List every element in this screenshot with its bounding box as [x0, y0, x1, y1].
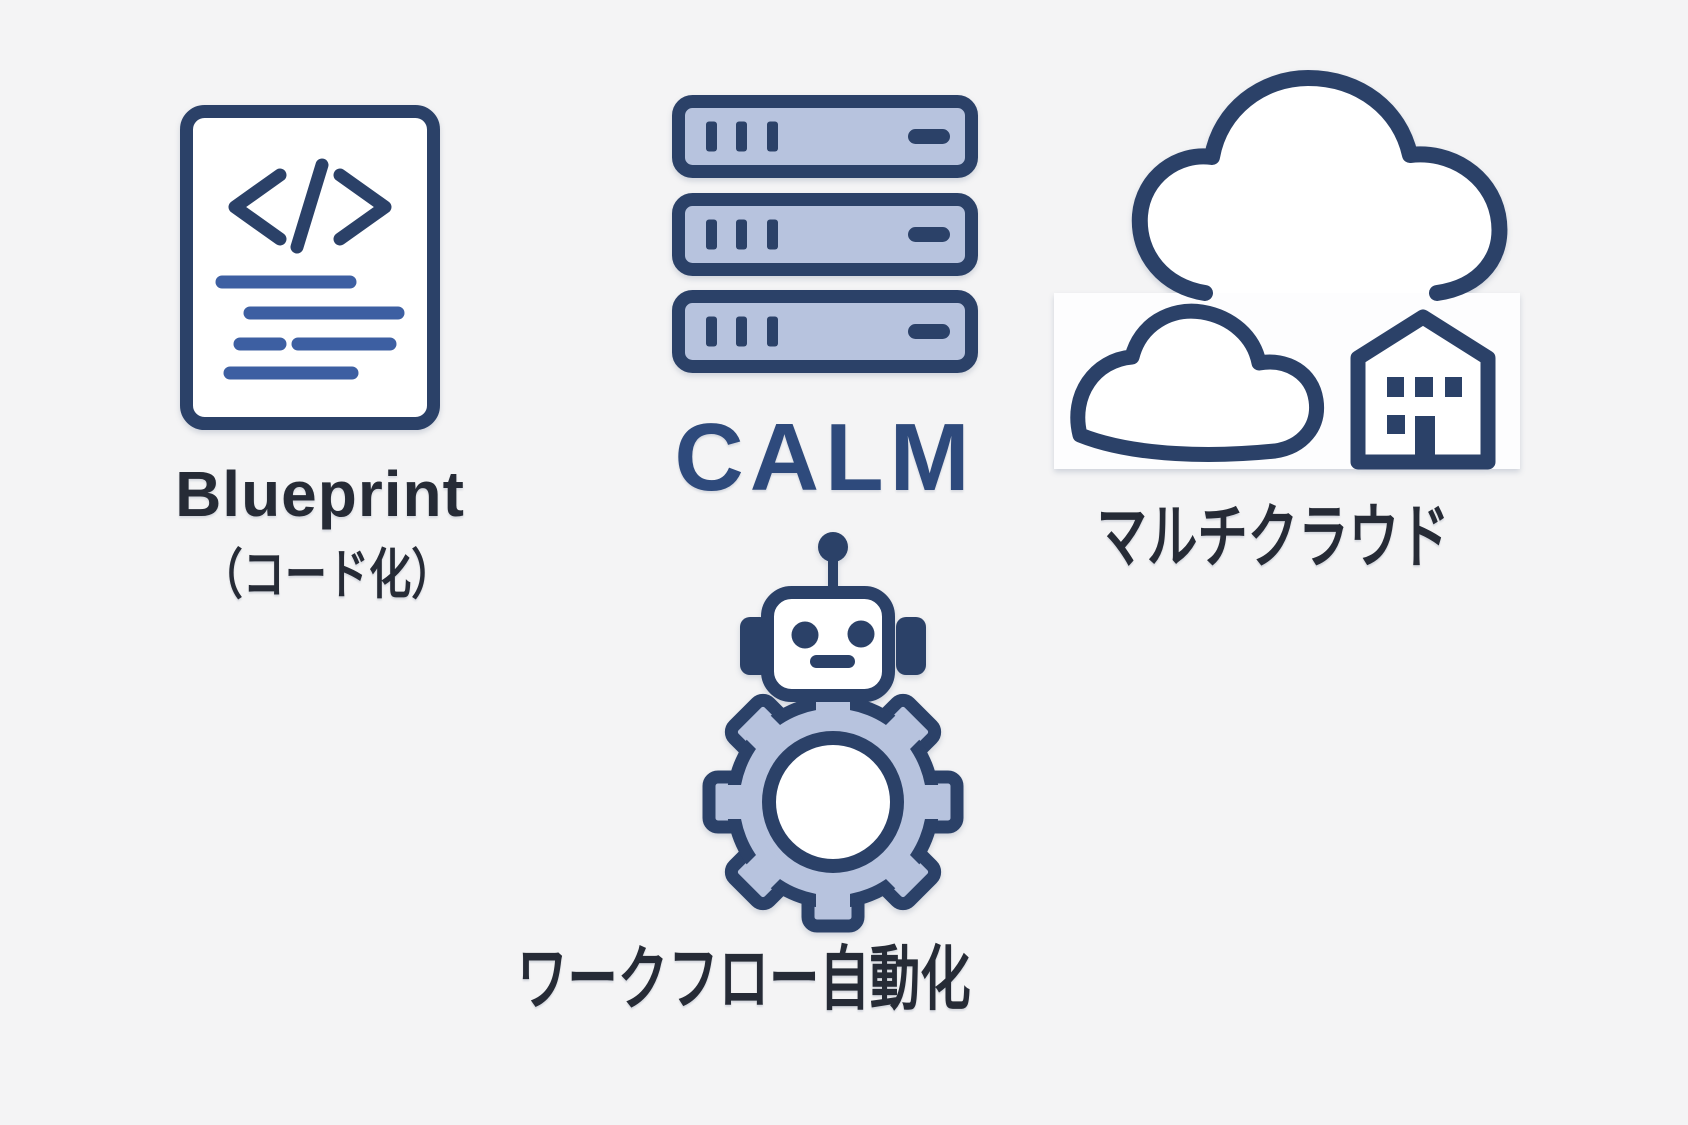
- calm-label: CALM: [674, 404, 976, 511]
- gear-hub: [762, 731, 904, 873]
- workflow-label: ワークフロー自動化: [517, 940, 971, 1018]
- robot-face: [761, 586, 895, 702]
- robot-gear-icon: [702, 532, 964, 933]
- house-door: [1415, 416, 1435, 462]
- robot-antenna-tip: [818, 532, 848, 562]
- blueprint-sublabel: （コード化）: [200, 545, 454, 605]
- robot-eye-right: [847, 620, 875, 648]
- robot-ear-right: [896, 617, 926, 675]
- server-unit-2: [672, 193, 978, 276]
- code-document-icon: [180, 105, 440, 430]
- multi-cloud-icon: [1054, 70, 1520, 470]
- robot-head-icon: [740, 532, 926, 702]
- server-stack-icon: [672, 95, 978, 373]
- server-unit-3: [672, 290, 978, 373]
- large-cloud: [1131, 70, 1508, 301]
- blueprint-label: Blueprint: [175, 458, 465, 530]
- robot-eye-left: [791, 621, 819, 649]
- code-brackets-glyph: [228, 158, 392, 254]
- document-text-lines: [215, 275, 405, 380]
- house-icon: [1350, 309, 1496, 470]
- robot-mouth: [810, 655, 855, 668]
- multicloud-label: マルチクラウド: [1096, 498, 1450, 576]
- server-unit-1: [672, 95, 978, 178]
- gear-icon: [702, 671, 964, 933]
- small-cloud: [1070, 303, 1325, 462]
